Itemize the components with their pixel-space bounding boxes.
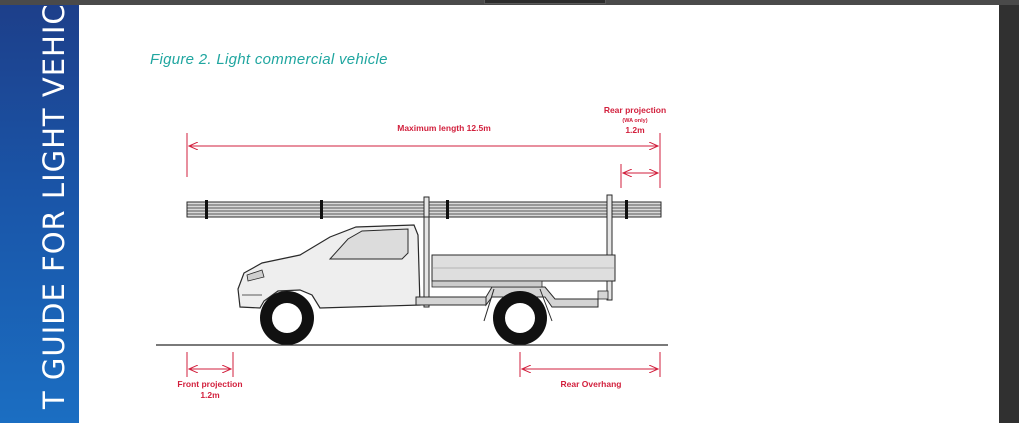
roof-rack <box>415 194 613 308</box>
document-page: T GUIDE FOR LIGHT VEHICLES Figure 2. Lig… <box>0 5 999 423</box>
rear-projection-value: 1.2m <box>625 125 645 135</box>
viewer-toolbar <box>0 0 1019 5</box>
viewer-scroll-gutter[interactable] <box>999 5 1019 423</box>
rear-wheel <box>493 291 547 345</box>
rear-overhang-dimension: Rear Overhang <box>519 352 661 389</box>
rear-projection-note: (WA only) <box>622 118 647 124</box>
figure-caption: Figure 2. Light commercial vehicle <box>150 51 388 68</box>
front-wheel <box>260 291 314 345</box>
viewer-tab[interactable] <box>484 0 606 4</box>
front-projection-title: Front projection <box>177 379 242 389</box>
rear-projection-dimension: Rear projection (WA only) 1.2m <box>604 105 666 188</box>
sidebar-band: T GUIDE FOR LIGHT VEHICLES <box>0 5 79 423</box>
vehicle-diagram: Maximum length 12.5m Rear projection (WA… <box>156 105 668 400</box>
front-projection-value: 1.2m <box>200 390 220 400</box>
rear-projection-title: Rear projection <box>604 105 666 115</box>
max-length-label: Maximum length 12.5m <box>397 123 491 133</box>
rear-overhang-label: Rear Overhang <box>561 379 622 389</box>
front-projection-dimension: Front projection 1.2m <box>177 352 243 400</box>
max-length-dimension: Maximum length 12.5m <box>186 123 661 188</box>
